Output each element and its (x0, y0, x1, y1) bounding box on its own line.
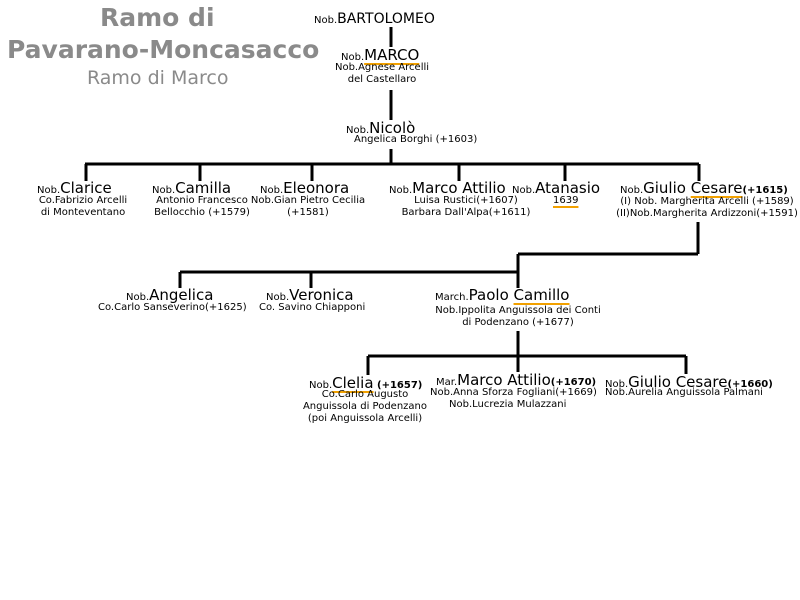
spouse-line: Nob.Ippolita Anguissola dei Conti (435, 305, 601, 316)
person-name-first: Giulio (643, 179, 691, 197)
person-paolo-camillo: March.Paolo Camillo (435, 287, 570, 303)
death-date: (+1657) (373, 380, 423, 391)
person-prefix: Nob. (512, 185, 536, 196)
person-marco: Nob.MARCO (341, 47, 419, 63)
person-name: Veronica (289, 286, 354, 304)
person-name: Nicolò (369, 119, 416, 137)
spouse-line: Nob.Gian Pietro Cecilia (250, 195, 366, 206)
person-name: BARTOLOMEO (337, 11, 435, 27)
person-prefix: Nob. (346, 125, 370, 136)
spouse-line: Angelica Borghi (+1603) (354, 134, 478, 145)
spouse-line: del Castellaro (347, 74, 417, 85)
spouse-line: Nob.Lucrezia Mulazzani (449, 399, 567, 410)
person-prefix: Nob. (152, 185, 176, 196)
person-bartolomeo: Nob.BARTOLOMEO (314, 10, 435, 26)
person-name: Marco Attilio (457, 371, 551, 389)
spouse-angelica: Co.Carlo Sanseverino(+1625) (98, 302, 247, 314)
person-name: Clelia (332, 374, 374, 392)
death-date: (+1660) (727, 379, 773, 390)
person-giulio-cesare-2: Nob.Giulio Cesare(+1660) (605, 374, 773, 390)
spouse-clarice: Co.Fabrizio Arcelli di Monteventano (28, 195, 138, 219)
spouse-veronica: Co. Savino Chiapponi (259, 302, 365, 314)
death-date: 1639 (553, 195, 579, 206)
person-giulio-cesare: Nob.Giulio Cesare(+1615) (620, 180, 788, 196)
person-marco-attilio-2: Mar.Marco Attilio(+1670) (436, 372, 596, 388)
spouse-line: Co.Fabrizio Arcelli (38, 195, 128, 206)
person-clelia: Nob.Clelia (+1657) (309, 375, 422, 391)
spouse-line: di Podenzano (+1677) (462, 317, 574, 328)
spouse-line: Barbara Dall'Alpa(+1611) (401, 207, 531, 218)
spouse-marco-attilio: Luisa Rustici(+1607) Barbara Dall'Alpa(+… (398, 195, 534, 219)
person-veronica: Nob.Veronica (266, 287, 354, 303)
spouse-nicolo: Angelica Borghi (+1603) (354, 134, 477, 146)
person-name: Marco Attilio (412, 179, 506, 197)
spouse-line: (II)Nob.Margherita Ardizzoni(+1591) (616, 208, 798, 219)
page-subtitle: Ramo di Marco (87, 67, 229, 89)
spouse-line: Antonio Francesco (156, 195, 248, 206)
spouse-line: Luisa Rustici(+1607) (414, 195, 518, 206)
death-date: (+1615) (742, 185, 788, 196)
spouse-marco: Nob.Agnese Arcelli del Castellaro (326, 62, 438, 86)
spouse-line: (poi Anguissola Arcelli) (307, 413, 423, 424)
person-name-second: Cesare (690, 179, 743, 197)
person-angelica: Nob.Angelica (126, 287, 213, 303)
person-name: MARCO (364, 46, 420, 64)
spouse-camilla: Antonio Francesco Bellocchio (+1579) (150, 195, 254, 219)
person-prefix: Nob. (341, 52, 365, 63)
person-name-second: Camillo (513, 286, 570, 304)
person-marco-attilio: Nob.Marco Attilio (389, 180, 506, 196)
spouse-line: Nob.Anna Sforza Fogliani(+1669) (430, 387, 597, 398)
person-camilla: Nob.Camilla (152, 180, 231, 196)
page-title-line-1: Ramo di (100, 3, 215, 32)
person-prefix: Mar. (436, 377, 458, 388)
person-clarice: Nob.Clarice (37, 180, 112, 196)
person-atanasio: Nob.Atanasio (512, 180, 600, 196)
person-prefix: Nob. (314, 15, 338, 26)
person-eleonora: Nob.Eleonora (260, 180, 349, 196)
person-nicolo: Nob.Nicolò (346, 120, 415, 136)
spouse-line: (+1581) (287, 207, 329, 218)
person-name: Giulio Cesare (628, 373, 728, 391)
person-name: Atanasio (535, 179, 601, 197)
person-prefix: Nob. (37, 185, 61, 196)
spouse-line: di Monteventano (40, 207, 126, 218)
spouse-line: (I) Nob. Margherita Arcelli (+1589) (620, 196, 794, 207)
spouse-line: Bellocchio (+1579) (154, 207, 250, 218)
person-name: Angelica (149, 286, 214, 304)
person-name: Clarice (60, 179, 112, 197)
spouse-giulio-cesare: (I) Nob. Margherita Arcelli (+1589) (II)… (614, 196, 800, 220)
spouse-line: Anguissola di Podenzano (302, 401, 428, 412)
spouse-paolo-camillo: Nob.Ippolita Anguissola dei Conti di Pod… (430, 305, 606, 329)
person-name: Eleonora (283, 179, 350, 197)
spouse-clelia: Co.Carlo Augusto Anguissola di Podenzano… (296, 389, 434, 425)
person-prefix: Nob. (266, 292, 290, 303)
person-prefix: Nob. (126, 292, 150, 303)
spouse-line: Nob.Aurelia Anguissola Palmani (605, 387, 763, 398)
person-name: Camilla (175, 179, 232, 197)
person-prefix: Nob. (309, 380, 333, 391)
page-title-line-2: Pavarano-Moncasacco (7, 35, 320, 64)
person-prefix: Nob. (605, 379, 629, 390)
person-name-first: Paolo (468, 286, 514, 304)
death-atanasio: 1639 (553, 195, 578, 207)
spouse-line: Co.Carlo Augusto (321, 389, 409, 400)
spouse-line: Co.Carlo Sanseverino(+1625) (98, 302, 247, 313)
spouse-giulio-cesare-2: Nob.Aurelia Anguissola Palmani (605, 387, 763, 399)
spouse-line: Co. Savino Chiapponi (259, 302, 366, 313)
person-prefix: Nob. (389, 185, 413, 196)
person-prefix: March. (435, 292, 469, 303)
spouse-marco-attilio-2: Nob.Anna Sforza Fogliani(+1669) Nob.Lucr… (430, 387, 610, 411)
person-prefix: Nob. (620, 185, 644, 196)
spouse-eleonora: Nob.Gian Pietro Cecilia (+1581) (250, 195, 366, 219)
death-date: (+1670) (550, 377, 597, 388)
person-prefix: Nob. (260, 185, 284, 196)
spouse-line: Nob.Agnese Arcelli (334, 62, 430, 73)
